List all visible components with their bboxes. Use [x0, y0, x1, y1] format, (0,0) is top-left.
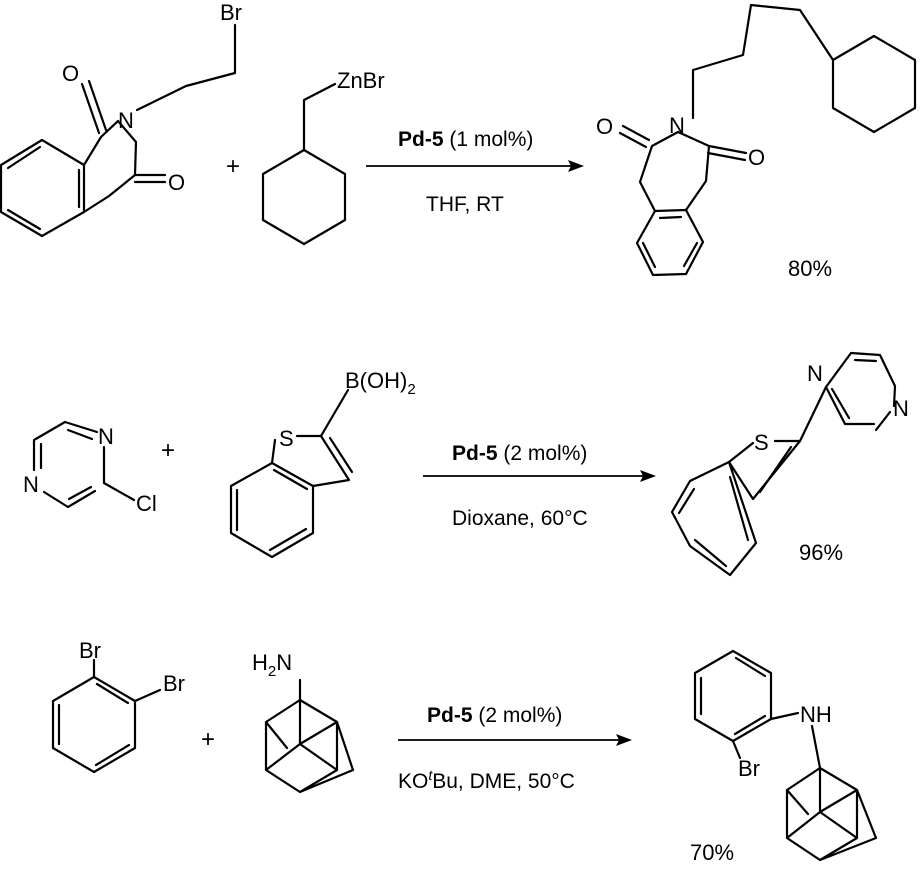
adamantane-cage: [785, 766, 878, 862]
reaction-1: Br O N O + ZnBr Pd-5 (1 mol%) THF, RT: [0, 0, 917, 281]
plus-sign: +: [161, 437, 175, 464]
benzene-double-bonds: [699, 656, 767, 736]
imide-ring: [638, 130, 711, 213]
benzene-ring: [693, 649, 773, 743]
catalyst-label: Pd-5 (2 mol%): [452, 442, 587, 465]
benzene-ring: [51, 675, 137, 774]
thiophene-double-bond: [328, 436, 354, 474]
benzo-ring-double-bonds: [6, 145, 81, 231]
yield-label: 70%: [690, 840, 734, 865]
cyclohexane-ring: [261, 148, 347, 246]
atom-br-2: Br: [163, 671, 185, 696]
atom-n-top: N: [98, 424, 114, 449]
reaction-2: N N Cl + S B(OH)2 Pd-5 (2 mol%) Dioxane,…: [23, 351, 909, 577]
propyl-chain: [135, 23, 237, 112]
thiophene-ring: [727, 439, 802, 501]
atom-br: Br: [220, 0, 242, 25]
reactant-cyclohexylmethylzinc-bromide: ZnBr: [261, 68, 385, 246]
reaction-arrow-2: Pd-5 (2 mol%) Dioxane, 60°C: [423, 442, 656, 530]
atom-znbr: ZnBr: [337, 68, 385, 93]
product-pyrazinyl-benzothiophene: N N S 96%: [670, 351, 909, 577]
carbonyl-right: [706, 144, 748, 162]
atom-o-left: O: [596, 114, 613, 139]
conditions-label: Dioxane, 60°C: [452, 507, 588, 530]
bromo-bonds: [92, 658, 162, 703]
atom-n: N: [669, 113, 685, 138]
atom-s: S: [754, 430, 769, 455]
atom-n-bottom: N: [23, 472, 39, 497]
reactant-n-bromopropyl-phthalimide: Br O N O: [0, 0, 242, 238]
catalyst-label: Pd-5 (1 mol%): [398, 128, 533, 151]
reactant-dibromobenzene: Br Br: [51, 638, 185, 774]
thiophene-double-bond: [758, 445, 793, 494]
atom-br-1: Br: [79, 638, 101, 663]
benzo-ring-double-bonds: [677, 475, 750, 568]
butyl-chain: [691, 3, 835, 120]
atom-br: Br: [738, 756, 760, 781]
benzene-double-bonds: [57, 682, 131, 767]
imide-ring: [82, 119, 138, 214]
reactant-chloropyrazine: N N Cl: [23, 420, 157, 516]
atom-n: N: [118, 108, 134, 133]
conditions-label: THF, RT: [426, 193, 504, 216]
benzo-ring: [635, 208, 705, 277]
yield-label: 80%: [788, 256, 832, 281]
benzo-ring: [229, 461, 315, 559]
catalyst-label: Pd-5 (2 mol%): [427, 704, 562, 727]
reaction-arrow-1: Pd-5 (1 mol%) THF, RT: [366, 128, 584, 216]
atom-cl: Cl: [136, 491, 157, 516]
carbonyl-bottom: [133, 173, 167, 184]
atom-n-right: N: [893, 396, 909, 421]
biaryl-bond: [798, 385, 828, 443]
atom-nh: NH: [800, 702, 832, 727]
bromo-bond: [731, 739, 742, 760]
benzo-ring-double-bonds: [235, 468, 309, 552]
thiophene-ring: [270, 434, 351, 488]
atom-s: S: [279, 426, 294, 451]
adamantane-cage: [264, 678, 355, 794]
atom-n-top: N: [807, 361, 823, 386]
pyrazine-double-bonds: [39, 428, 94, 501]
benzo-ring: [670, 460, 758, 577]
methylene-bond: [302, 82, 337, 152]
carbonyl-left: [618, 124, 651, 149]
conditions-label: KOtBu, DME, 50°C: [398, 767, 575, 793]
atom-boh2: B(OH)2: [345, 368, 416, 398]
benzo-ring-double-bonds: [641, 215, 699, 269]
product-cyclohexylbutyl-phthalimide: O N O 80%: [596, 3, 917, 281]
cyclohexane-ring: [831, 34, 917, 134]
benzo-ring: [0, 138, 86, 238]
atom-o-bottom: O: [168, 170, 185, 195]
reaction-arrow-3: Pd-5 (2 mol%) KOtBu, DME, 50°C: [398, 704, 632, 793]
atom-h2n: H2N: [252, 650, 292, 680]
arrow-head: [616, 734, 632, 746]
plus-sign: +: [226, 153, 240, 180]
reactant-benzothiophene-boronic-acid: S B(OH)2: [229, 368, 416, 559]
arrow-head: [640, 470, 656, 482]
boron-bond: [319, 388, 350, 438]
product-bromophenyl-adamantylamine: NH Br 70%: [690, 649, 878, 865]
atom-o-top: O: [62, 61, 79, 86]
nh-bond: [769, 711, 822, 770]
pyrazine-double-bonds: [830, 358, 892, 432]
reaction-3: Br Br + H2N Pd-5 (2 mol%) KOtBu, DME, 50…: [51, 638, 878, 865]
chloro-bond: [102, 481, 136, 502]
arrow-head: [568, 160, 584, 172]
yield-label: 96%: [799, 540, 843, 565]
atom-o-right: O: [748, 145, 765, 170]
pyrazine-ring: [32, 420, 106, 509]
plus-sign: +: [201, 726, 215, 753]
reactant-adamantylamine: H2N: [252, 650, 355, 794]
carbonyl-top: [80, 79, 108, 135]
pyrazine-ring: [824, 351, 897, 426]
